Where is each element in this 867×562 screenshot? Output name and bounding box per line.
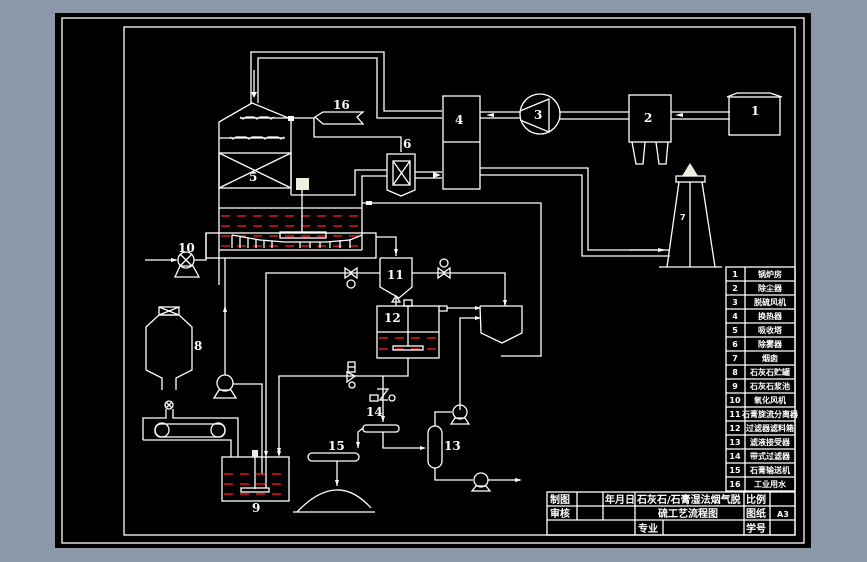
legend-name: 滤液接受器 bbox=[750, 437, 791, 447]
process-water-inlet: 16 bbox=[288, 98, 402, 152]
boiler-house: 1 bbox=[726, 92, 783, 136]
legend-name: 吸收塔 bbox=[758, 325, 783, 335]
dust-collector: 2 bbox=[628, 94, 730, 165]
major-label: 专业 bbox=[638, 522, 658, 535]
label-16: 16 bbox=[333, 98, 350, 112]
legend-name: 换热器 bbox=[758, 311, 783, 321]
legend-number: 14 bbox=[729, 452, 741, 461]
legend-name: 工业用水 bbox=[754, 479, 787, 489]
legend-name: 石膏输送机 bbox=[749, 465, 790, 475]
sheet-size-label: 图纸 bbox=[746, 507, 766, 520]
sheet-size-value: A3 bbox=[777, 510, 789, 519]
title-block: 制图 年月日 审核 石灰石/石膏湿法烟气脱 硫工艺流程图 比例 图纸 A3 专业… bbox=[546, 491, 796, 536]
scale-label: 比例 bbox=[746, 493, 766, 506]
legend-number: 15 bbox=[729, 466, 741, 475]
oxidation-blower: 10 bbox=[145, 233, 207, 278]
reviewed-by-label: 审核 bbox=[550, 507, 570, 520]
legend-number: 8 bbox=[732, 368, 738, 377]
legend-name: 氧化风机 bbox=[753, 395, 786, 405]
limestone-slurry-tank: 9 bbox=[221, 450, 290, 515]
legend-number: 1 bbox=[732, 270, 738, 279]
drawing-title-line2: 硫工艺流程图 bbox=[658, 507, 718, 520]
label-5: 5 bbox=[249, 170, 257, 184]
legend-name: 带式过滤器 bbox=[750, 451, 791, 461]
label-6: 6 bbox=[403, 137, 411, 151]
hydrocyclone: 11 bbox=[265, 236, 507, 488]
label-4: 4 bbox=[455, 113, 463, 127]
belt-filter bbox=[356, 424, 426, 450]
label-3: 3 bbox=[534, 108, 542, 122]
vacuum-valve bbox=[346, 361, 357, 389]
limestone-feeder-belt bbox=[142, 409, 239, 457]
date-label: 年月日 bbox=[605, 493, 635, 506]
legend-number: 2 bbox=[732, 284, 738, 293]
chimney: 7 bbox=[659, 163, 722, 268]
legend-number: 11 bbox=[729, 410, 741, 419]
label-11: 11 bbox=[387, 268, 404, 282]
label-2: 2 bbox=[644, 111, 652, 125]
filtrate-receiver: 13 bbox=[427, 404, 522, 492]
flue-gas-outlet-pipe bbox=[250, 51, 442, 119]
label-9: 9 bbox=[252, 501, 260, 515]
legend-number: 9 bbox=[732, 382, 738, 391]
legend-number: 13 bbox=[729, 438, 740, 447]
legend-name: 烟囱 bbox=[762, 353, 778, 363]
label-1: 1 bbox=[751, 104, 759, 118]
legend-number: 4 bbox=[732, 312, 738, 321]
demister: 6 bbox=[291, 137, 442, 208]
legend-name: 过滤器滤料箱 bbox=[746, 423, 794, 433]
outer-frame bbox=[61, 17, 805, 544]
slurry-feed-pump bbox=[212, 258, 263, 475]
legend-name: 石灰石贮罐 bbox=[749, 367, 790, 377]
legend-name: 除尘器 bbox=[758, 283, 783, 293]
legend-name: 石膏旋流分离器 bbox=[741, 409, 799, 419]
heat-exchanger: 4 bbox=[442, 95, 670, 257]
legend-name: 石灰石浆池 bbox=[749, 381, 790, 391]
legend-number: 3 bbox=[732, 298, 738, 307]
label-13: 13 bbox=[444, 439, 461, 453]
gypsum-settling-tank bbox=[459, 305, 523, 410]
legend-name: 除雾器 bbox=[758, 339, 783, 349]
legend-number: 6 bbox=[732, 340, 738, 349]
limestone-silo: 8 bbox=[145, 306, 202, 410]
filter-feed-tank: 12 bbox=[277, 299, 481, 454]
drawing-title-line1: 石灰石/石膏湿法烟气脱 bbox=[636, 493, 741, 506]
label-14: 14 bbox=[366, 405, 383, 419]
legend-number: 5 bbox=[732, 326, 738, 335]
drawing-sheet bbox=[55, 13, 811, 548]
label-12: 12 bbox=[384, 311, 401, 325]
label-10: 10 bbox=[178, 241, 195, 255]
belt-filter-valve: 14 bbox=[366, 376, 396, 422]
gypsum-conveyor: 15 bbox=[293, 439, 375, 513]
legend-number: 10 bbox=[729, 396, 741, 405]
drawn-by-label: 制图 bbox=[550, 493, 570, 506]
recycle-pipe bbox=[362, 201, 542, 357]
legend-name: 锅炉房 bbox=[757, 269, 782, 279]
legend-number: 16 bbox=[729, 480, 741, 489]
legend-name: 脱硫风机 bbox=[754, 297, 786, 307]
legend-number: 7 bbox=[732, 354, 738, 363]
student-number-label: 学号 bbox=[746, 522, 766, 535]
label-15: 15 bbox=[328, 439, 345, 453]
legend-number: 12 bbox=[729, 424, 740, 433]
label-7: 7 bbox=[680, 213, 686, 222]
absorber-tower: 5 bbox=[205, 102, 377, 285]
label-8: 8 bbox=[194, 339, 202, 353]
booster-fan: 3 bbox=[480, 93, 629, 135]
legend-table: 1 锅炉房 2 除尘器 3 脱硫风机 4 换热器 5 吸收塔 6 除雾器 7 烟囱 8 石灰石贮罐 9 石灰石浆池… bbox=[725, 266, 799, 492]
